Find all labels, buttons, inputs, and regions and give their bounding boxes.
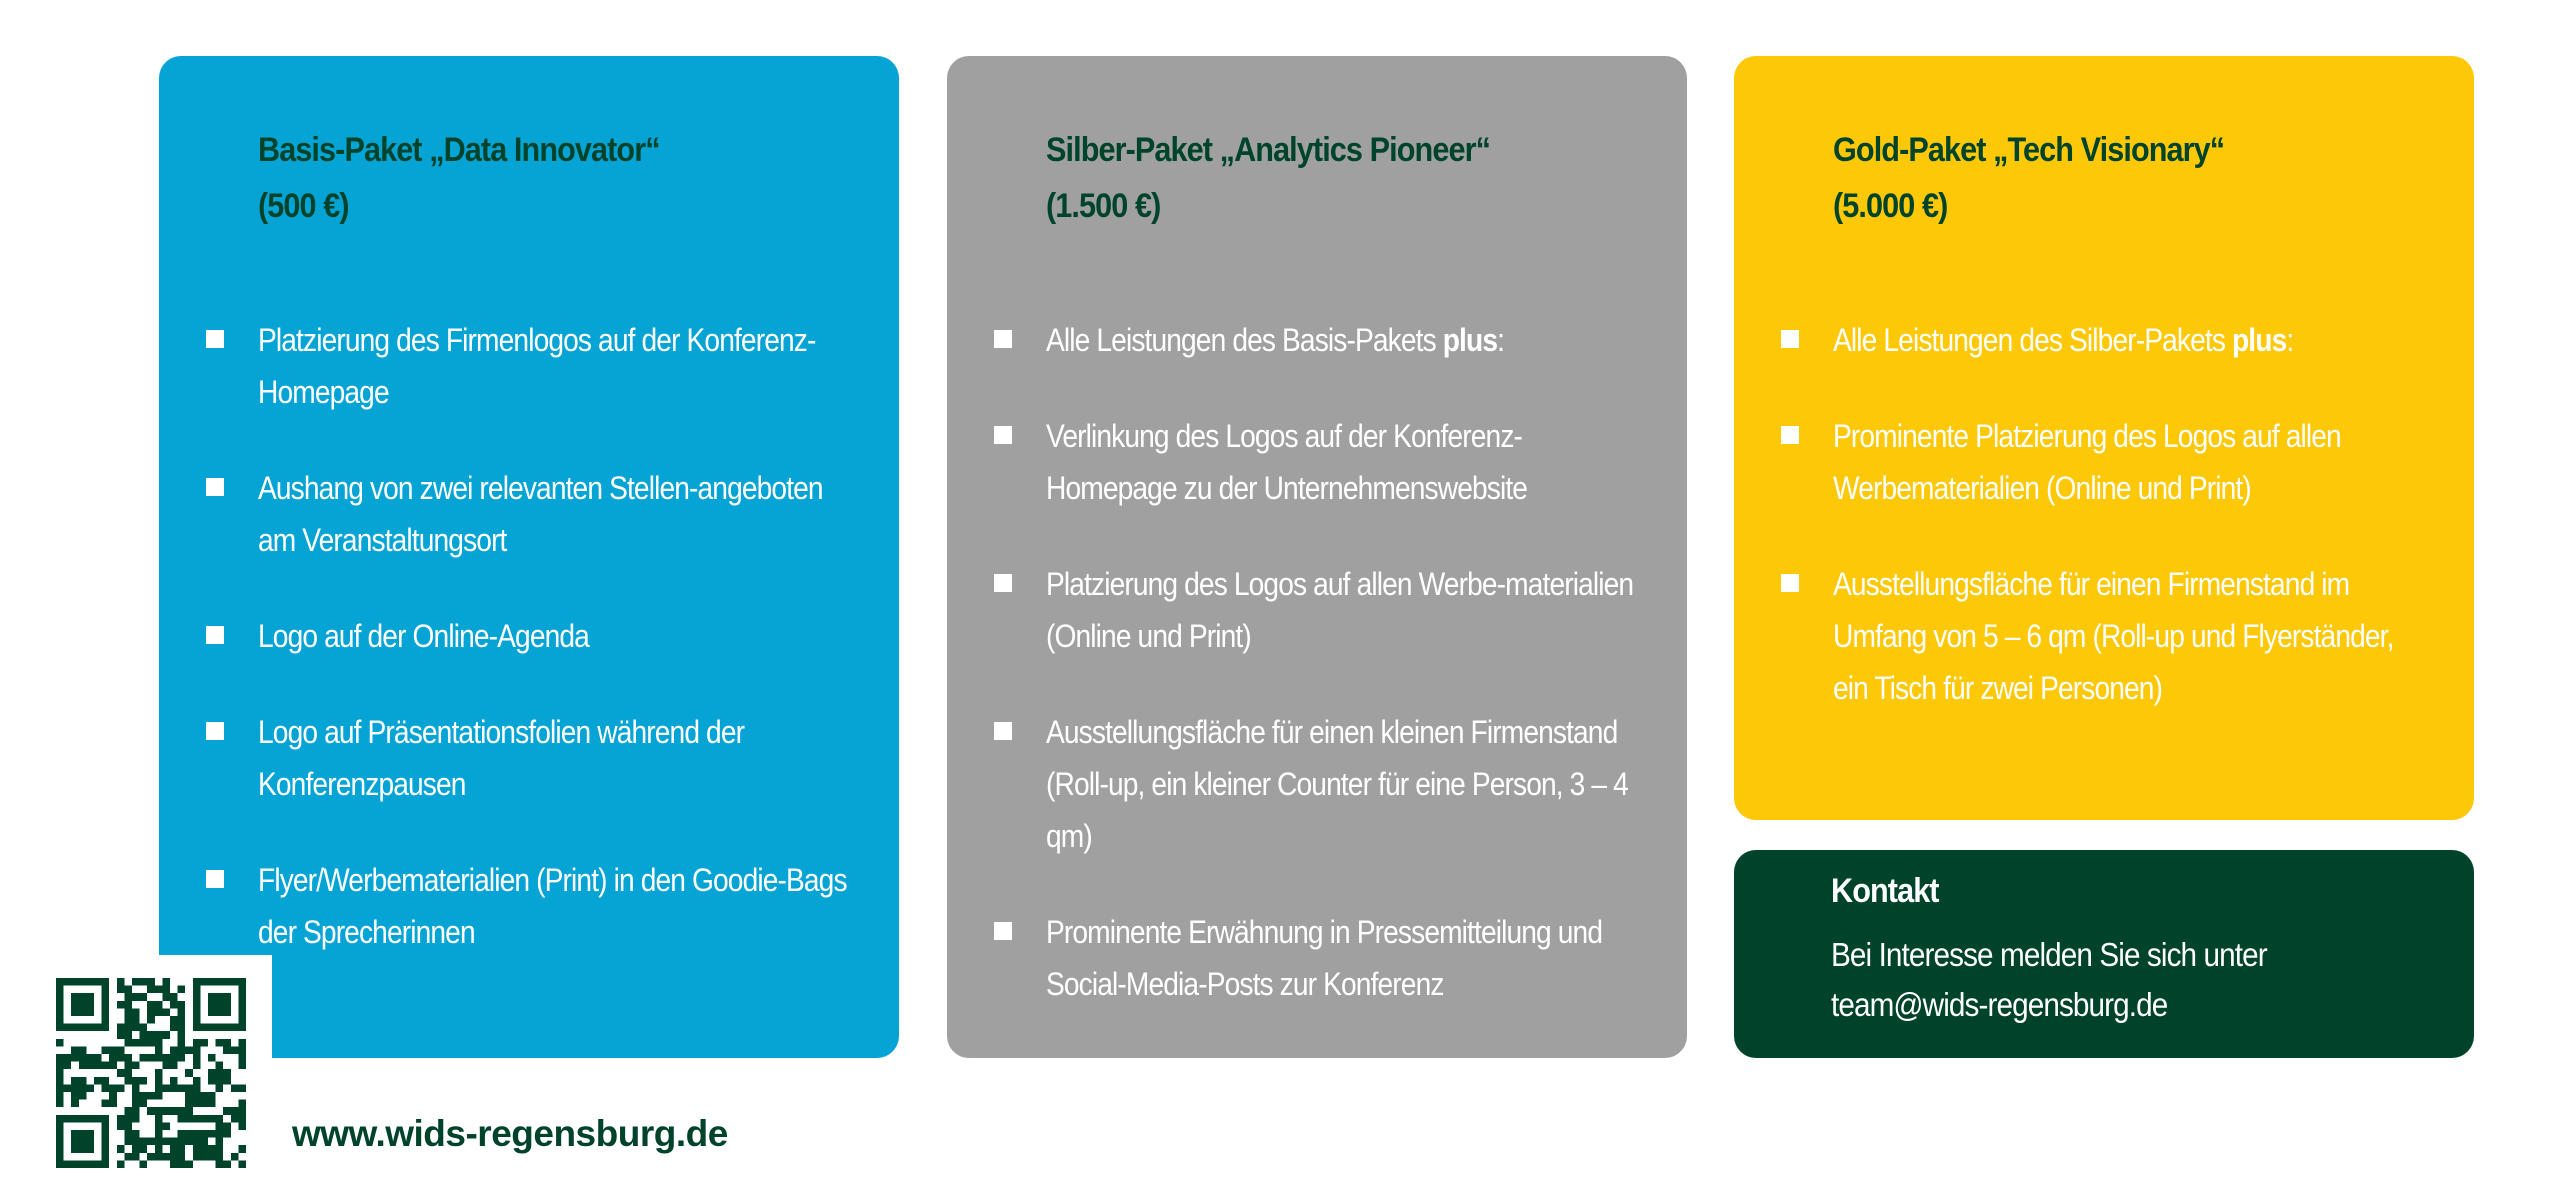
square-bullet-icon xyxy=(994,722,1012,740)
package-title: Gold-Paket „Tech Visionary“ (5.000 €) xyxy=(1833,131,2225,225)
square-bullet-icon xyxy=(994,574,1012,592)
list-item: Logo auf Präsentationsfolien während der… xyxy=(159,706,899,810)
gold-package-card: Gold-Paket „Tech Visionary“ (5.000 €) Al… xyxy=(1734,56,2474,820)
square-bullet-icon xyxy=(206,722,224,740)
contact-email-link[interactable]: team@wids-regensburg.de xyxy=(1831,986,2168,1023)
list-item: Ausstellungsfläche für einen Firmenstand… xyxy=(1734,558,2474,714)
feature-list: Alle Leistungen des Basis-Pakets plus: V… xyxy=(947,314,1687,1054)
basis-package-card: Basis-Paket „Data Innovator“ (500 €) Pla… xyxy=(159,56,899,1058)
list-item: Ausstellungsfläche für einen kleinen Fir… xyxy=(947,706,1687,862)
list-item: Prominente Erwähnung in Pressemitteilung… xyxy=(947,906,1687,1010)
contact-heading: Kontakt xyxy=(1831,872,1940,910)
website-link[interactable]: www.wids-regensburg.de xyxy=(292,1113,728,1154)
square-bullet-icon xyxy=(206,478,224,496)
list-item: Platzierung des Logos auf allen Werbe-ma… xyxy=(947,558,1687,662)
list-item: Platzierung des Firmenlogos auf der Konf… xyxy=(159,314,899,418)
square-bullet-icon xyxy=(1781,330,1799,348)
list-item: Logo auf der Online-Agenda xyxy=(159,610,899,662)
contact-card: Kontakt Bei Interesse melden Sie sich un… xyxy=(1734,850,2474,1058)
qr-code-icon[interactable] xyxy=(56,978,246,1168)
square-bullet-icon xyxy=(1781,574,1799,592)
package-title: Silber-Paket „Analytics Pioneer“ (1.500 … xyxy=(1046,131,1491,225)
square-bullet-icon xyxy=(206,870,224,888)
feature-list: Alle Leistungen des Silber-Pakets plus: … xyxy=(1734,314,2474,758)
silber-package-card: Silber-Paket „Analytics Pioneer“ (1.500 … xyxy=(947,56,1687,1058)
square-bullet-icon xyxy=(1781,426,1799,444)
square-bullet-icon xyxy=(994,330,1012,348)
list-item: Alle Leistungen des Silber-Pakets plus: xyxy=(1734,314,2474,366)
list-item: Aushang von zwei relevanten Stellen-ange… xyxy=(159,462,899,566)
square-bullet-icon xyxy=(206,330,224,348)
list-item: Flyer/Werbematerialien (Print) in den Go… xyxy=(159,854,899,958)
package-title: Basis-Paket „Data Innovator“ (500 €) xyxy=(258,131,661,225)
square-bullet-icon xyxy=(994,426,1012,444)
list-item: Alle Leistungen des Basis-Pakets plus: xyxy=(947,314,1687,366)
feature-list: Platzierung des Firmenlogos auf der Konf… xyxy=(159,314,899,1002)
square-bullet-icon xyxy=(994,922,1012,940)
list-item: Verlinkung des Logos auf der Konferenz-H… xyxy=(947,410,1687,514)
contact-text: Bei Interesse melden Sie sich unter xyxy=(1831,936,2268,973)
list-item: Prominente Platzierung des Logos auf all… xyxy=(1734,410,2474,514)
square-bullet-icon xyxy=(206,626,224,644)
